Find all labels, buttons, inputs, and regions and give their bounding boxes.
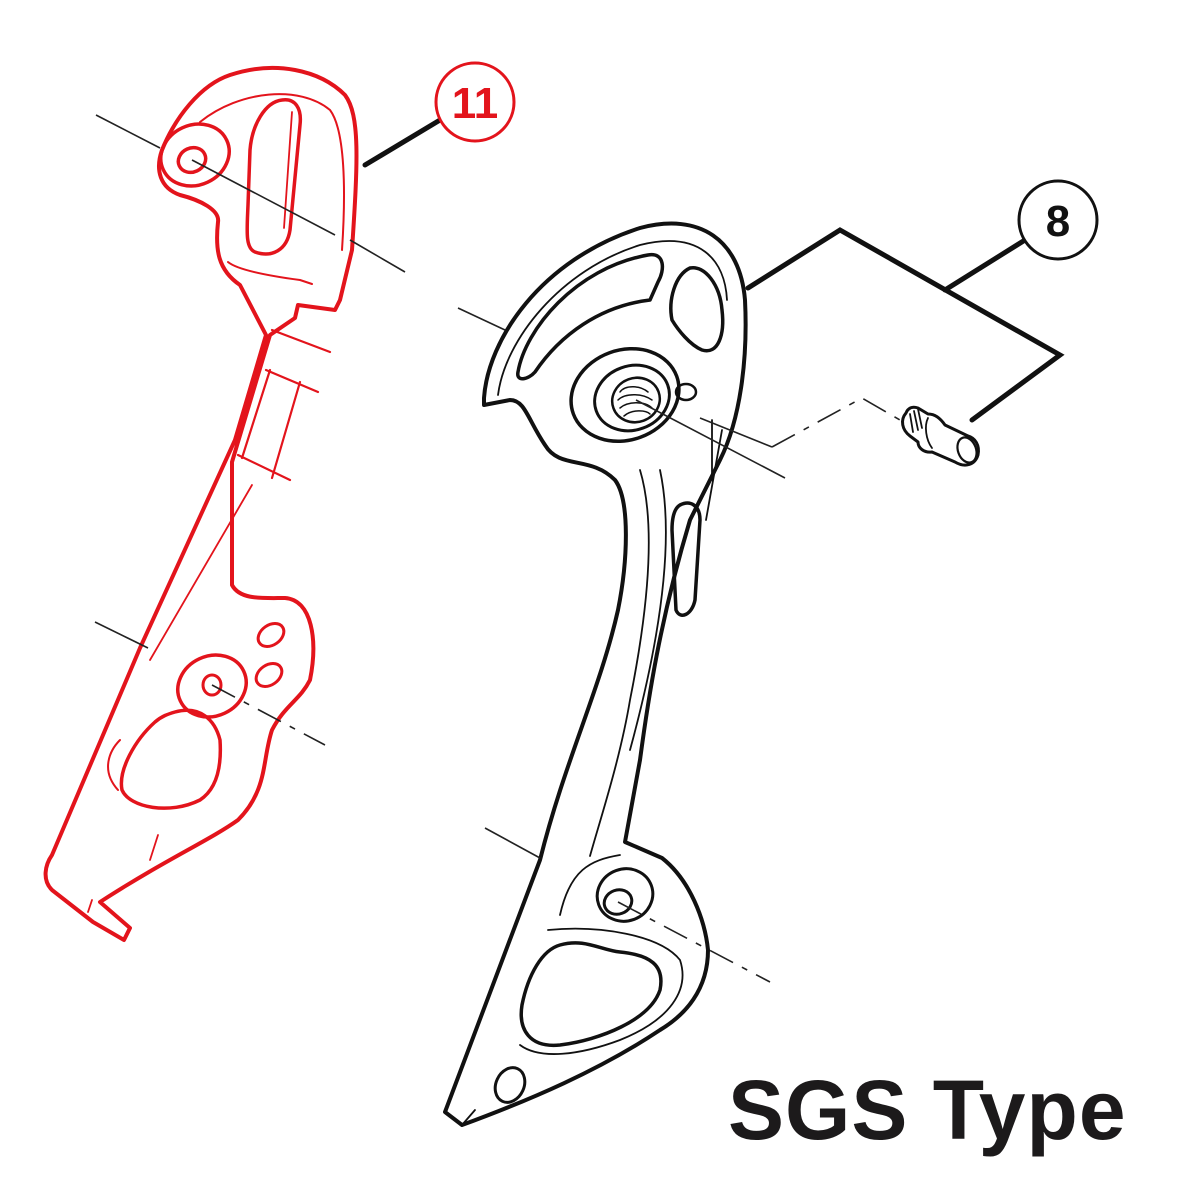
diagram-title: SGS Type xyxy=(728,1063,1127,1157)
axis-line xyxy=(699,417,773,448)
cage-stop-pin xyxy=(901,405,980,467)
axis-line xyxy=(617,901,771,983)
leader-line xyxy=(745,227,1065,423)
axis-line xyxy=(771,397,901,448)
inner-cage-plate xyxy=(443,221,748,1127)
outer-cage-plate xyxy=(43,65,359,942)
leader-line xyxy=(942,237,1028,293)
callout-11: 11 xyxy=(362,61,516,168)
axis-line xyxy=(211,684,326,746)
axis-line xyxy=(457,307,506,331)
leader-line xyxy=(362,117,443,168)
callout-label: 8 xyxy=(1046,197,1070,246)
axis-line xyxy=(95,114,161,149)
axis-line xyxy=(94,621,149,649)
axis-line xyxy=(191,159,336,236)
callout-label: 11 xyxy=(452,79,499,128)
callout-8: 8 xyxy=(745,179,1099,423)
axis-line xyxy=(635,399,786,479)
axis-line xyxy=(484,827,541,859)
axis-line xyxy=(349,239,406,273)
